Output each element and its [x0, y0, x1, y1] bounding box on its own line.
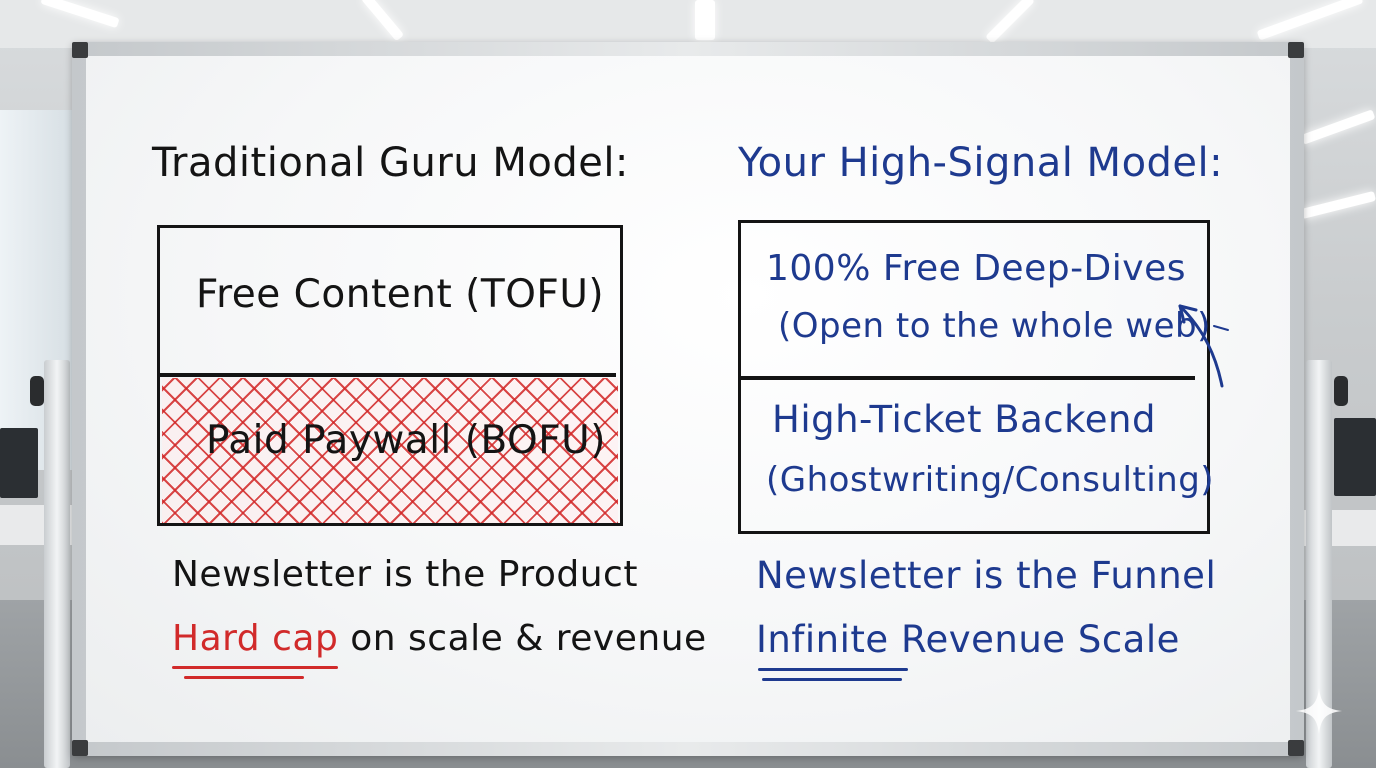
right-line2-highlight: Infinite: [756, 618, 889, 661]
left-box-bottom-label: Paid Paywall (BOFU): [206, 418, 606, 463]
right-box-bottom-line1: High-Ticket Backend: [772, 398, 1156, 441]
red-underline: [184, 676, 304, 679]
left-heading: Traditional Guru Model:: [152, 140, 629, 186]
arrow-up-left-icon: [1178, 304, 1229, 388]
right-line1: Newsletter is the Funnel: [756, 554, 1217, 597]
stand-knob-left: [30, 376, 44, 406]
right-box-bottom-line2: (Ghostwriting/Consulting): [766, 460, 1215, 500]
left-line1: Newsletter is the Product: [172, 554, 638, 595]
ceiling-light: [1300, 109, 1376, 145]
right-box-top-line2: (Open to the whole web): [778, 306, 1211, 346]
frame-corner: [72, 740, 88, 756]
left-funnel-box: [157, 225, 623, 526]
ceiling: [0, 0, 1376, 48]
left-line2: Hard cap on scale & revenue: [172, 618, 707, 659]
sparkle-icon: [1296, 688, 1342, 734]
red-underline: [172, 666, 338, 669]
stand-post-left: [44, 360, 70, 768]
right-box-divider: [741, 376, 1195, 380]
stand-knob-right: [1334, 376, 1348, 406]
paywall-hatch: [162, 378, 618, 524]
ceiling-light: [695, 0, 715, 40]
right-line2: Infinite Revenue Scale: [756, 618, 1180, 661]
left-box-top-label: Free Content (TOFU): [196, 272, 605, 317]
left-line2-highlight: Hard cap: [172, 618, 339, 659]
right-line2-rest: Revenue Scale: [900, 618, 1180, 661]
right-funnel-box: [738, 220, 1210, 534]
office-monitor: [1334, 418, 1376, 496]
frame-corner: [1288, 42, 1304, 58]
right-box-top-line1: 100% Free Deep-Dives: [766, 248, 1186, 289]
ceiling-light: [1299, 190, 1376, 220]
frame-corner: [72, 42, 88, 58]
office-monitor: [0, 428, 38, 498]
left-box-divider: [160, 373, 616, 377]
right-heading: Your High-Signal Model:: [738, 140, 1224, 186]
frame-corner: [1288, 740, 1304, 756]
left-line2-rest: on scale & revenue: [350, 618, 707, 659]
blue-underline: [762, 678, 902, 681]
blue-underline: [758, 668, 908, 671]
